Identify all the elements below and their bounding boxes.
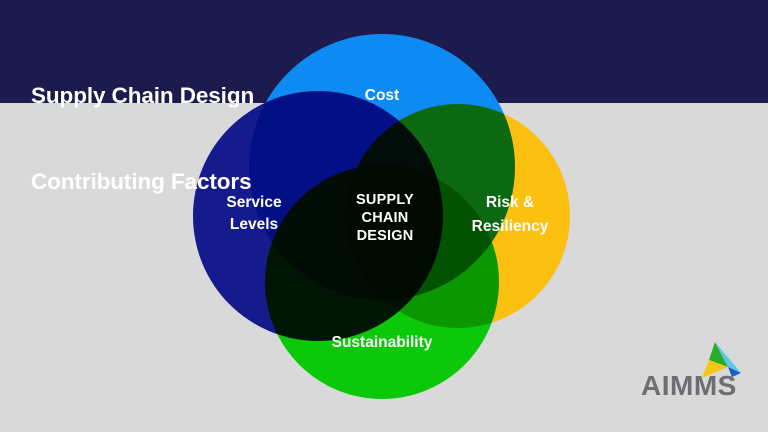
logo-facet-yellow	[702, 360, 728, 378]
venn-label-center-line1: SUPPLY	[356, 192, 414, 208]
venn-label-risk-resiliency-line1: Risk &	[486, 194, 534, 211]
venn-label-service-levels-line1: Service	[226, 194, 282, 211]
aimms-wordmark: AIMMS	[641, 370, 737, 400]
venn-labels: Cost Service Levels Risk & Resiliency Su…	[226, 87, 548, 351]
aimms-logo-mark	[702, 342, 741, 378]
venn-label-center-line2: CHAIN	[362, 210, 409, 226]
venn-label-risk-resiliency-line2: Resiliency	[472, 218, 549, 235]
venn-circles	[193, 34, 570, 399]
venn-label-center-line3: DESIGN	[357, 228, 414, 244]
aimms-logo: AIMMS	[640, 338, 750, 400]
venn-label-service-levels-line2: Levels	[230, 216, 278, 233]
venn-circle-sustainability	[265, 165, 499, 399]
logo-facet-green	[709, 342, 728, 367]
venn-label-sustainability: Sustainability	[332, 334, 433, 351]
logo-facet-cyan	[715, 342, 741, 373]
logo-facet-blue	[728, 367, 741, 377]
venn-label-cost: Cost	[365, 87, 399, 104]
